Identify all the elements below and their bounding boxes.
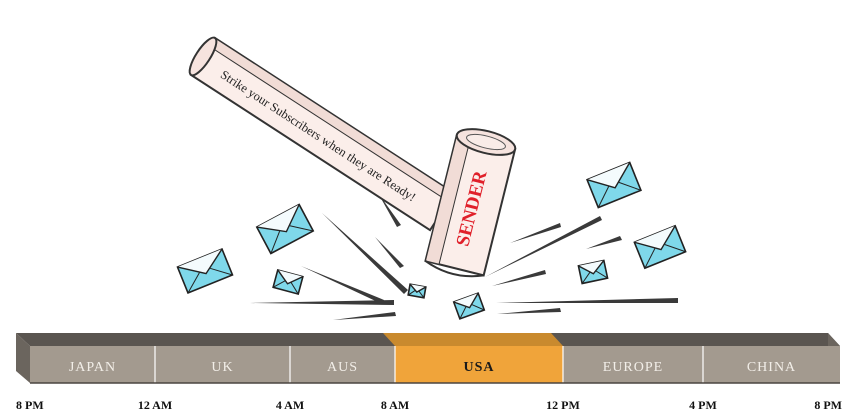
timeline-label-japan: JAPAN	[69, 360, 116, 375]
timeline-segment-usa	[395, 346, 563, 383]
time-label: 8 PM	[16, 398, 44, 412]
envelope-icon	[272, 268, 304, 296]
timeline-bar: JAPAN UK AUS USA EUROPE CHINA	[16, 333, 840, 384]
time-label: 12 PM	[546, 398, 580, 412]
hammer: Strike your Subscribers when they are Re…	[188, 36, 517, 278]
envelope-icon	[577, 259, 609, 285]
hammer-handle-text: Strike your Subscribers when they are Re…	[218, 68, 418, 205]
time-labels: 8 PM 12 AM 4 AM 8 AM 12 PM 4 PM 8 PM	[16, 398, 842, 412]
timeline-segment-japan	[30, 346, 155, 383]
timeline-segment-china	[703, 346, 840, 383]
timeline-label-europe: EUROPE	[603, 360, 663, 375]
envelope-icon	[452, 292, 486, 320]
timeline-highlight-top	[383, 333, 563, 346]
time-label: 8 PM	[814, 398, 842, 412]
envelope-icon	[407, 283, 427, 299]
timeline-segment-aus	[290, 346, 395, 383]
impact-streaks	[250, 193, 678, 320]
timeline-segment-uk	[155, 346, 290, 383]
envelope-icon	[633, 224, 687, 270]
timeline-label-china: CHINA	[747, 360, 796, 375]
time-label: 4 PM	[689, 398, 717, 412]
time-label: 4 AM	[276, 398, 304, 412]
timeline-segment-europe	[563, 346, 703, 383]
timeline-left-cap	[16, 333, 30, 383]
envelope-icon	[255, 203, 315, 255]
hammer-handle-end	[188, 36, 218, 77]
envelope-layer	[176, 161, 687, 320]
envelope-icon	[176, 247, 234, 295]
timeline-label-usa: USA	[463, 360, 494, 375]
envelope-icon	[586, 161, 642, 209]
timeline-label-uk: UK	[211, 360, 233, 375]
time-label: 8 AM	[381, 398, 409, 412]
time-label: 12 AM	[138, 398, 172, 412]
timeline-label-aus: AUS	[327, 360, 358, 375]
